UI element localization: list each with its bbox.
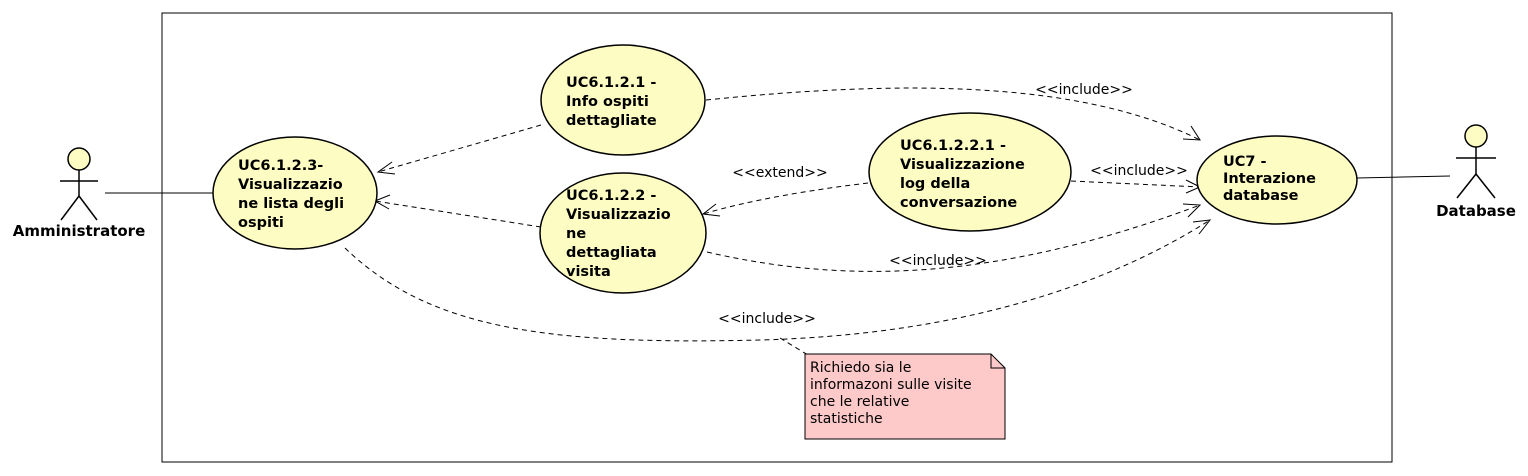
dependency-info-to-db [705, 87, 1201, 141]
actor-head [67, 147, 91, 171]
actor-database[interactable]: Database [1436, 124, 1516, 220]
use-case-shape [539, 172, 707, 294]
actor-head [1464, 124, 1488, 148]
actor-right-leg [78, 195, 98, 221]
dependency-visita-to-db [706, 204, 1201, 272]
system-boundary [161, 12, 1393, 463]
note-anchor [779, 337, 809, 356]
note[interactable]: Richiedo sia le informazoni sulle visite… [804, 353, 1006, 440]
dependency-info-to-lista [377, 124, 542, 173]
actor-amministratore[interactable]: Amministratore [13, 147, 146, 240]
use-case-label: UC6.1.2.2 - Visualizzazio ne dettagliata… [566, 188, 676, 280]
note-text: Richiedo sia le informazoni sulle visite… [810, 360, 976, 427]
dependency-visita-to-lista [374, 200, 542, 228]
label-extend: <<extend>> [732, 165, 827, 181]
note-fold [990, 354, 1005, 369]
use-case-label: UC6.1.2.2.1 - Visualizzazione log della … [900, 138, 1030, 211]
use-case-shape [540, 44, 706, 156]
use-case-info-ospiti[interactable]: UC6.1.2.1 - Info ospiti dettagliate [540, 44, 706, 156]
use-case-label: UC6.1.2.1 - Info ospiti dettagliate [566, 75, 661, 129]
actor-right-leg [1475, 173, 1496, 199]
label-include-visita: <<include>> [889, 253, 987, 269]
use-case-shape [1196, 135, 1358, 225]
arrowhead-info-to-db [1182, 125, 1201, 141]
label-include-lista: <<include>> [718, 311, 816, 327]
use-case-log-conversazione[interactable]: UC6.1.2.2.1 - Visualizzazione log della … [868, 112, 1072, 232]
arrowhead-log-to-visita [701, 203, 721, 217]
dependency-log-to-visita [702, 182, 869, 215]
use-case-db[interactable]: UC7 - Interazione database [1196, 135, 1358, 225]
actor-left-leg [60, 195, 80, 221]
note-shape [804, 353, 1006, 440]
actor-label: Database [1436, 202, 1516, 220]
actor-label: Amministratore [13, 222, 146, 240]
use-case-visita[interactable]: UC6.1.2.2 - Visualizzazio ne dettagliata… [539, 172, 707, 294]
use-case-label: UC7 - Interazione database [1223, 154, 1321, 204]
use-case-label: UC6.1.2.3- Visualizzazio ne lista degli … [238, 158, 349, 231]
dependency-lista-to-db [344, 219, 1211, 342]
association-db-database [1356, 175, 1451, 179]
arrowhead-info-to-lista [376, 161, 396, 175]
use-case-shape [868, 112, 1072, 232]
label-include-info: <<include>> [1035, 82, 1133, 98]
dependency-log-to-db [1070, 180, 1201, 188]
actor-left-leg [1456, 173, 1477, 199]
arrowhead-lista-to-db [1192, 219, 1212, 235]
arrowhead-visita-to-db [1182, 203, 1202, 218]
use-case-lista-ospiti[interactable]: UC6.1.2.3- Visualizzazio ne lista degli … [212, 136, 378, 250]
label-include-log: <<include>> [1090, 163, 1188, 179]
use-case-shape [212, 136, 378, 250]
